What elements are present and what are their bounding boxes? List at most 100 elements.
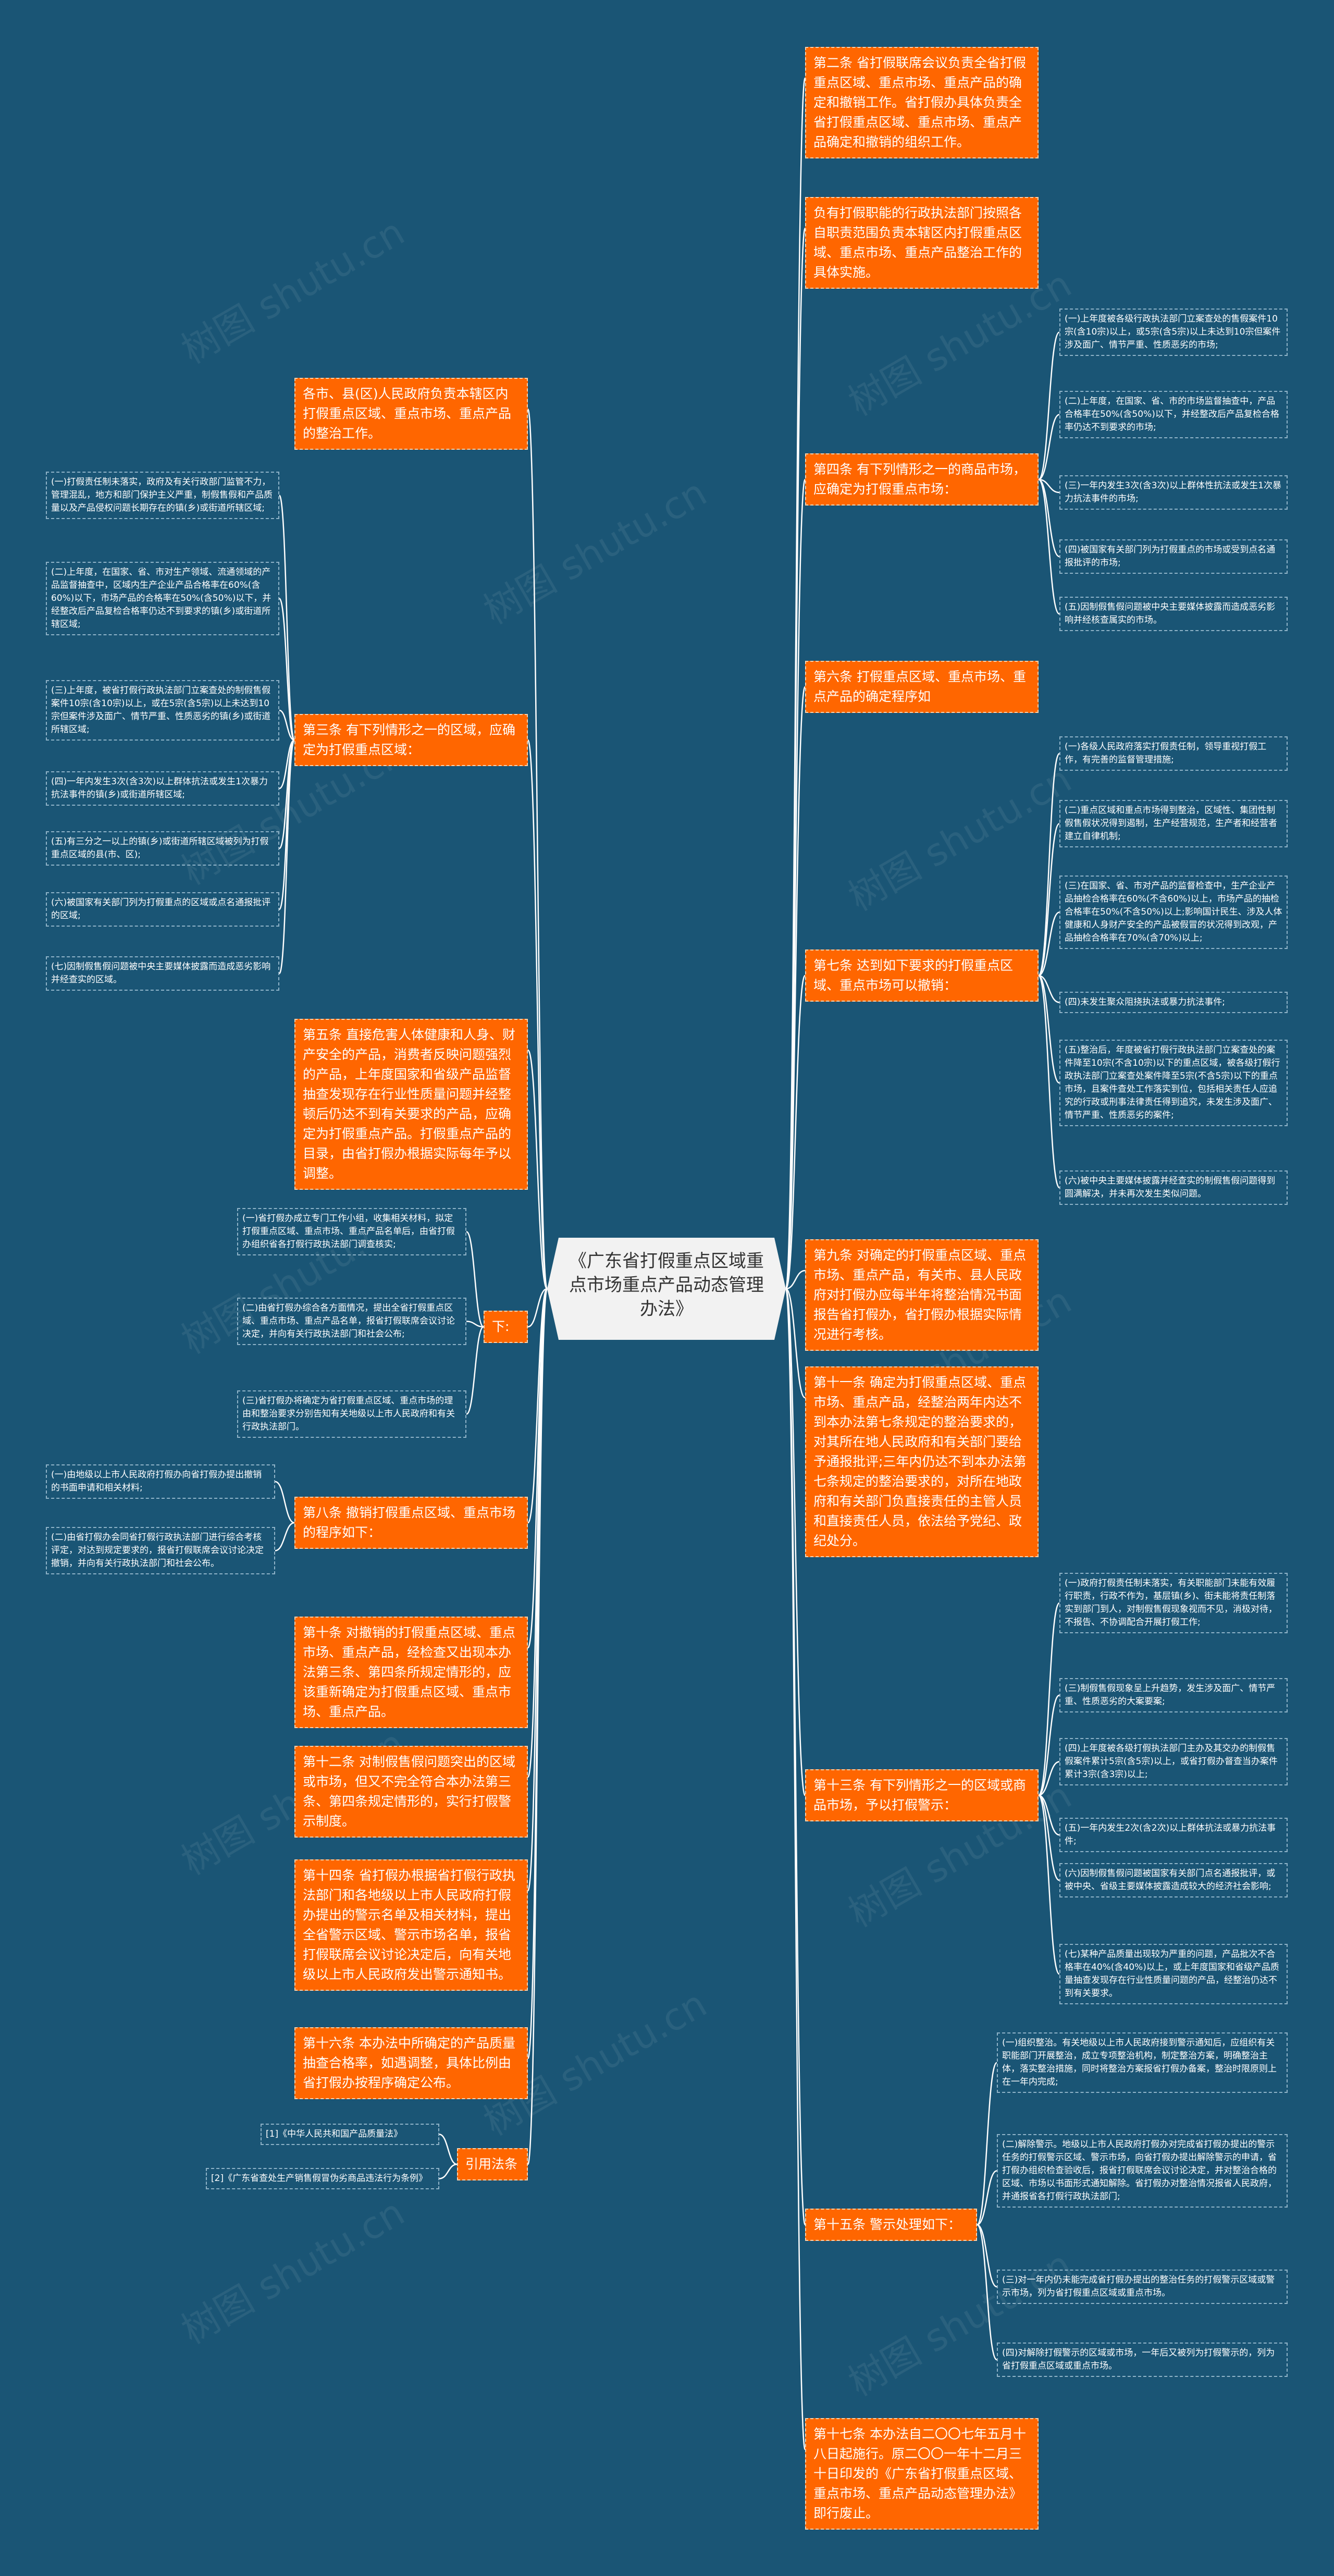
branch-line xyxy=(785,1269,806,1290)
leaf-article-7-item-4: (四)未发生聚众阻挠执法或暴力抗法事件; xyxy=(1059,992,1288,1013)
leaf-article-8-item-2: (二)由省打假办会同省打假行政执法部门进行综合考核评定，对达到规定要求的，报省打… xyxy=(46,1527,275,1574)
leaf-line xyxy=(1037,331,1060,480)
leaf-line xyxy=(977,2224,997,2288)
leaf-article-7-item-1: (一)各级人民政府落实打假责任制，领导重视打假工作，有完善的监督管理措施; xyxy=(1059,736,1288,771)
node-article-5[interactable]: 第五条 直接危害人体健康和人身、财产安全的产品，消费者反映问题强烈的产品，上年度… xyxy=(294,1019,528,1190)
leaf-article-15-item-3: (三)对一年内仍未能完成省打假办提出的整治任务的打假警示区域或警示市场，列为省打… xyxy=(997,2270,1288,2304)
node-article-14[interactable]: 第十四条 省打假办根据省打假行政执法部门和各地级以上市人民政府打假办提出的警示名… xyxy=(294,1859,528,1991)
leaf-procedure-item-3: (三)省打假办将确定为省打假重点区域、重点市场的理由和整治要求分别告知有关地级以… xyxy=(237,1390,466,1438)
leaf-line xyxy=(1037,1602,1060,1796)
leaf-article-13-item-6: (七)某种产品质量出现较为严重的问题，产品批次不合格率在40%(含40%)以上，… xyxy=(1059,1944,1288,2004)
leaf-article-4-item-1: (一)上年度被各级行政执法部门立案查处的售假案件10宗(含10宗)以上，或5宗(… xyxy=(1059,309,1288,356)
node-article-4[interactable]: 第四条 有下列情形之一的商品市场，应确定为打假重点市场： xyxy=(805,453,1039,506)
node-enforcement-duty[interactable]: 负有打假职能的行政执法部门按照各自职责范围负责本辖区内打假重点区域、重点市场、重… xyxy=(805,197,1039,289)
leaf-procedure-item-1: (一)省打假办成立专门工作小组，收集相关材料，拟定打假重点区域、重点市场、重点产… xyxy=(237,1208,466,1255)
leaf-line xyxy=(466,1231,484,1328)
leaf-line xyxy=(1037,753,1060,977)
leaf-article-4-item-5: (五)因制假售假问题被中央主要媒体披露而造成恶劣影响并经核查属实的市场。 xyxy=(1059,597,1288,631)
node-article-12[interactable]: 第十二条 对制假售假问题突出的区域或市场，但又不完全符合本办法第三条、第四条规定… xyxy=(294,1746,528,1838)
node-article-17[interactable]: 第十七条 本办法自二〇〇七年五月十八日起施行。原二〇〇一年十二月三十日印发的《广… xyxy=(805,2418,1039,2530)
leaf-article-15-item-4: (四)对解除打假警示的区域或市场，一年后又被列为打假警示的，列为省打假重点区域或… xyxy=(997,2343,1288,2377)
leaf-article-7-item-3: (三)在国家、省、市对产品的监督检查中，生产企业产品抽检合格率在60%(不含60… xyxy=(1059,876,1288,949)
leaf-line xyxy=(275,1522,295,1551)
leaf-article-3-item-3: (三)上年度，被省打假行政执法部门立案查处的制假售假案件10宗(含10宗)以上，… xyxy=(46,680,279,741)
leaf-article-3-item-1: (一)打假责任制未落实，政府及有关行政部门监管不力，管理混乱，地方和部门保护主义… xyxy=(46,472,279,519)
leaf-article-7-item-6: (六)被中央主要媒体披露并经查实的制假售假问题得到圆满解决，并未再次发生类似问题… xyxy=(1059,1170,1288,1205)
leaf-article-3-item-6: (六)被国家有关部门列为打假重点的区域或点名通报批评的区域; xyxy=(46,892,279,927)
leaf-line xyxy=(976,2062,998,2226)
node-article-10[interactable]: 第十条 对撤销的打假重点区域、重点市场、重点产品，经检查又出现本办法第三条、第四… xyxy=(294,1617,528,1728)
leaf-article-13-item-5: (六)因制假售假问题被国家有关部门点名通报批评，或被中央、省级主要媒体披露造成较… xyxy=(1059,1863,1288,1897)
leaf-line xyxy=(278,739,295,975)
leaf-procedure-item-2: (二)由省打假办综合各方面情况，提出全省打假重点区域、重点市场、重点产品名单，报… xyxy=(237,1298,466,1345)
branch-line xyxy=(785,1288,806,2226)
branch-line xyxy=(785,478,806,1290)
node-article-11[interactable]: 第十一条 确定为打假重点区域、重点市场、重点产品，经整治两年内达不到本办法第七条… xyxy=(805,1366,1039,1557)
branch-line xyxy=(527,1288,548,1892)
branch-line xyxy=(785,1288,806,1399)
leaf-line xyxy=(1037,823,1060,977)
leaf-line xyxy=(279,739,295,790)
leaf-line xyxy=(278,495,295,741)
branch-line xyxy=(527,1288,548,2165)
leaf-article-7-item-5: (五)整治后，年度被省打假行政执法部门立案查处的案件降至10宗(不含10宗)以下… xyxy=(1059,1040,1288,1126)
node-article-3[interactable]: 第三条 有下列情形之一的区域，应确定为打假重点区域： xyxy=(294,714,528,766)
leaf-cited-law-1[interactable]: [1]《中华人民共和国产品质量法》 xyxy=(261,2124,439,2145)
branch-line xyxy=(527,739,548,1290)
branch-line xyxy=(785,1288,806,2450)
leaf-line xyxy=(466,1321,484,1328)
leaf-line xyxy=(1038,975,1060,1084)
central-topic[interactable]: 《广东省打假重点区域重点市场重点产品动态管理办法》 xyxy=(547,1238,786,1340)
node-determination-procedure[interactable]: 下: xyxy=(484,1311,528,1343)
branch-line xyxy=(785,686,806,1290)
node-article-6[interactable]: 第六条 打假重点区域、重点市场、重点产品的确定程序如 xyxy=(805,661,1039,713)
branch-line xyxy=(527,1049,548,1290)
branch-line xyxy=(785,1288,806,1796)
node-article-15[interactable]: 第十五条 警示处理如下： xyxy=(805,2209,977,2241)
leaf-article-8-item-1: (一)由地级以上市人民政府打假办向省打假办提出撤销的书面申请和相关材料; xyxy=(46,1464,275,1499)
leaf-line xyxy=(1038,1761,1060,1796)
leaf-line xyxy=(1038,414,1060,480)
leaf-line xyxy=(275,1481,295,1524)
leaf-line xyxy=(1038,975,1060,1003)
leaf-line xyxy=(1038,1794,1060,1836)
leaf-article-13-item-2: (三)制假售假现象呈上升趋势，发生涉及面广、情节严重、性质恶劣的大案要案; xyxy=(1059,1678,1288,1712)
branch-line xyxy=(785,975,806,1290)
leaf-article-15-item-1: (一)组织整治。有关地级以上市人民政府接到警示通知后，应组织有关职能部门开展整治… xyxy=(997,2032,1288,2093)
leaf-article-15-item-2: (二)解除警示。地级以上市人民政府打假办对完成省打假办提出的警示任务的打假警示区… xyxy=(997,2134,1288,2208)
leaf-line xyxy=(1038,478,1060,494)
leaf-line xyxy=(1038,478,1060,558)
leaf-line xyxy=(466,1326,484,1415)
leaf-article-13-item-1: (一)政府打假责任制未落实，有关职能部门未能有效履行职责，行政不作为，基层镇(乡… xyxy=(1059,1573,1288,1633)
leaf-line xyxy=(439,2163,458,2179)
leaf-line xyxy=(1038,1694,1060,1796)
leaf-line xyxy=(976,2224,998,2361)
leaf-article-3-item-7: (七)因制假售假问题被中央主要媒体披露而造成恶劣影响并经查实的区域。 xyxy=(46,956,279,991)
leaf-article-4-item-3: (三)一年内发生3次(含3次)以上群体性抗法或发生1次暴力抗法事件的市场; xyxy=(1059,475,1288,510)
leaf-article-4-item-4: (四)被国家有关部门列为打假重点的市场或受到点名通报批评的市场; xyxy=(1059,539,1288,574)
leaf-line xyxy=(977,2170,997,2226)
leaf-article-4-item-2: (二)上年度，在国家、省、市的市场监督抽查中，产品合格率在50%(含50%)以下… xyxy=(1059,391,1288,438)
branch-line xyxy=(527,408,548,1290)
node-local-government[interactable]: 各市、县(区)人民政府负责本辖区内打假重点区域、重点市场、重点产品的整治工作。 xyxy=(294,378,528,450)
branch-line xyxy=(527,1288,548,1328)
node-article-16[interactable]: 第十六条 本办法中所确定的产品质量抽查合格率，如遇调整，具体比例由省打假办按程序… xyxy=(294,2027,528,2099)
node-article-8[interactable]: 第八条 撤销打假重点区域、重点市场的程序如下： xyxy=(294,1497,528,1549)
leaf-line xyxy=(1038,911,1060,977)
node-article-7[interactable]: 第七条 达到如下要求的打假重点区域、重点市场可以撤销： xyxy=(805,950,1039,1002)
leaf-cited-law-2[interactable]: [2]《广东省查处生产销售假冒伪劣商品违法行为条例》 xyxy=(206,2168,439,2189)
leaf-line xyxy=(439,2134,458,2165)
node-cited-laws[interactable]: 引用法条 xyxy=(457,2148,528,2180)
leaf-article-3-item-5: (五)有三分之一以上的镇(乡)或街道所辖区域被列为打假重点区域的县(市、区); xyxy=(46,831,279,866)
node-article-9[interactable]: 第九条 对确定的打假重点区域、重点市场、重点产品，有关市、县人民政府对打假办应每… xyxy=(805,1239,1039,1351)
node-article-2[interactable]: 第二条 省打假联席会议负责全省打假重点区域、重点市场、重点产品的确定和撤销工作。… xyxy=(805,47,1039,158)
leaf-line xyxy=(1038,1794,1060,1881)
leaf-line xyxy=(279,709,295,741)
leaf-article-3-item-2: (二)上年度，在国家、省、市对生产领域、流通领域的产品监督抽查中，区域内生产企业… xyxy=(46,562,279,635)
leaf-line xyxy=(278,598,295,741)
leaf-article-13-item-4: (五)一年内发生2次(含2次)以上群体抗法或暴力抗法事件; xyxy=(1059,1818,1288,1852)
leaf-article-3-item-4: (四)一年内发生3次(含3次)以上群体抗法或发生1次暴力抗法事件的镇(乡)或街道… xyxy=(46,771,279,806)
leaf-article-13-item-3: (四)上年度被各级打假执法部门主办及其交办的制假售假案件累计5宗(含5宗)以上，… xyxy=(1059,1738,1288,1785)
node-article-13[interactable]: 第十三条 有下列情形之一的区域或商品市场，予以打假警示： xyxy=(805,1769,1039,1821)
